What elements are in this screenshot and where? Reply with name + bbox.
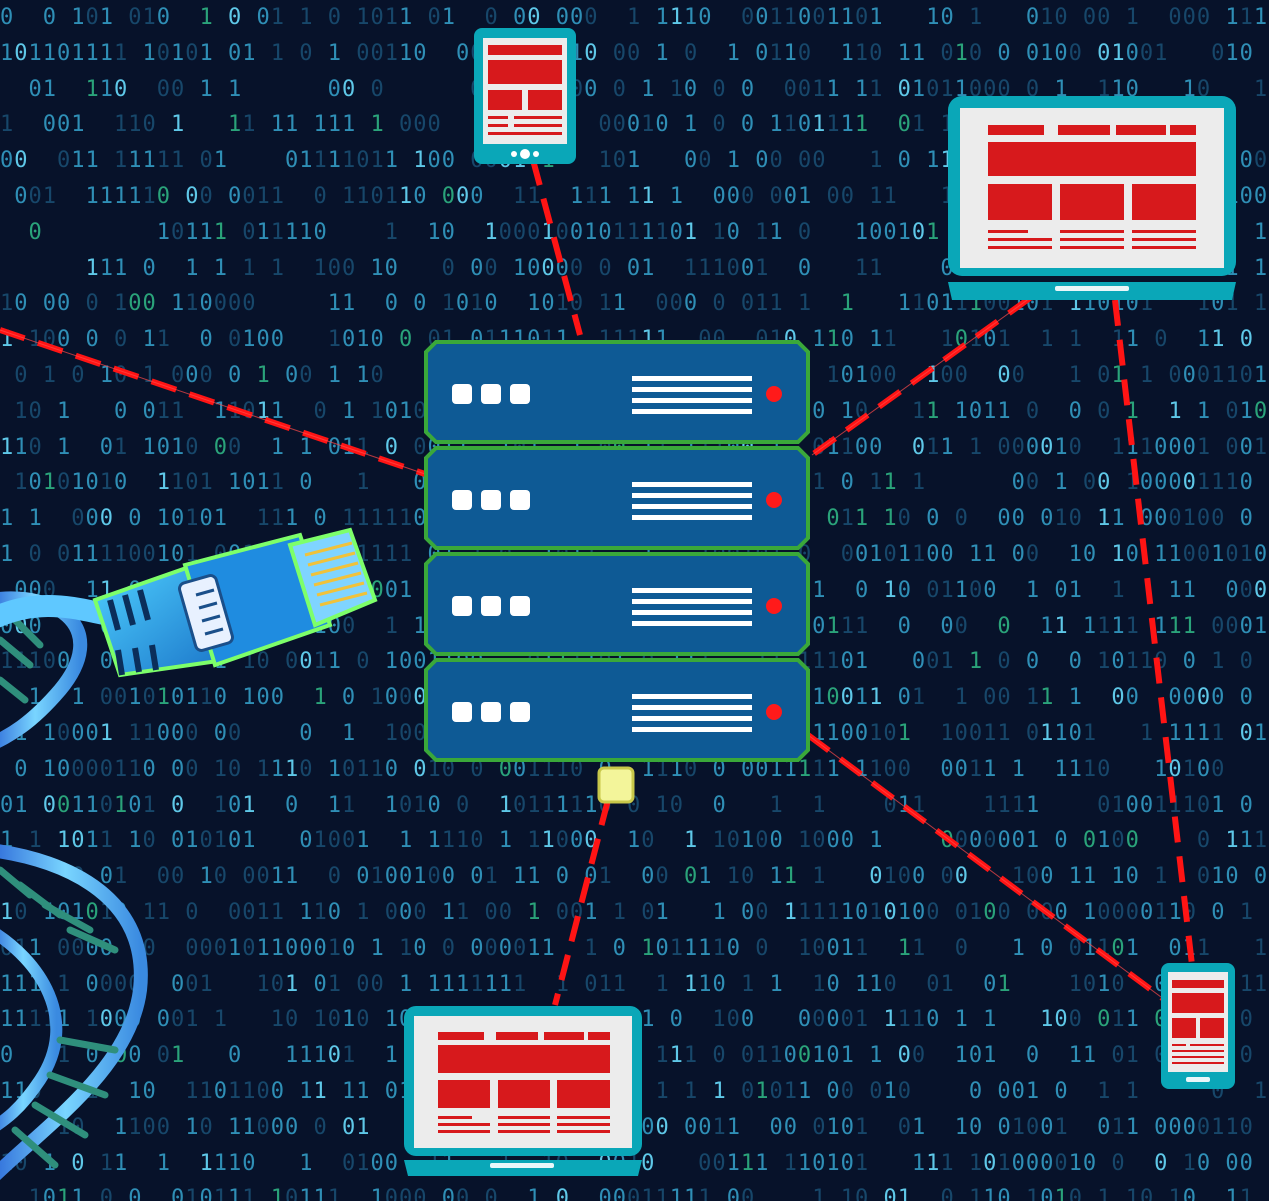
server-vent-line xyxy=(632,504,752,509)
server-indicator-square xyxy=(510,596,530,616)
server-unit-3 xyxy=(424,552,810,656)
server-vent-line xyxy=(632,610,752,615)
server-vent-line xyxy=(632,705,752,710)
server-vent-line xyxy=(632,482,752,487)
server-status-led xyxy=(766,492,782,508)
server-indicator-square xyxy=(510,490,530,510)
server-vent-line xyxy=(632,716,752,721)
server-connector-port xyxy=(597,766,635,804)
server-vent-line xyxy=(632,599,752,604)
server-vent-line xyxy=(632,621,752,626)
server-rack xyxy=(424,340,810,762)
server-indicator-square xyxy=(481,596,501,616)
server-vent-line xyxy=(632,376,752,381)
server-unit-2 xyxy=(424,446,810,550)
link-laptop-to-phone xyxy=(1112,299,1195,966)
link-tablet-top xyxy=(530,159,583,336)
server-indicator-square xyxy=(452,702,472,722)
server-vent-line xyxy=(632,694,752,699)
laptop-device-top-right[interactable] xyxy=(948,96,1236,300)
server-vent-line xyxy=(632,727,752,732)
server-vent-line xyxy=(632,493,752,498)
tablet-device-top[interactable] xyxy=(474,28,576,164)
server-unit-4 xyxy=(424,658,810,762)
ethernet-cable-icon xyxy=(0,527,378,678)
server-vent-line xyxy=(632,409,752,414)
server-status-led xyxy=(766,386,782,402)
phone-device-bottom-right[interactable] xyxy=(1161,963,1235,1089)
server-indicator-square xyxy=(452,596,472,616)
server-indicator-square xyxy=(481,384,501,404)
server-vent-line xyxy=(632,588,752,593)
server-indicator-square xyxy=(510,384,530,404)
server-vent-line xyxy=(632,398,752,403)
server-indicator-square xyxy=(452,384,472,404)
server-indicator-square xyxy=(481,490,501,510)
server-indicator-square xyxy=(481,702,501,722)
server-unit-1 xyxy=(424,340,810,444)
server-status-led xyxy=(766,598,782,614)
link-laptop-bottom xyxy=(552,799,611,1006)
server-vent-line xyxy=(632,515,752,520)
server-vent-line xyxy=(632,387,752,392)
laptop-device-bottom[interactable] xyxy=(404,1006,642,1176)
server-indicator-square xyxy=(510,702,530,722)
server-indicator-square xyxy=(452,490,472,510)
dna-helix-icon xyxy=(0,591,148,1181)
server-status-led xyxy=(766,704,782,720)
